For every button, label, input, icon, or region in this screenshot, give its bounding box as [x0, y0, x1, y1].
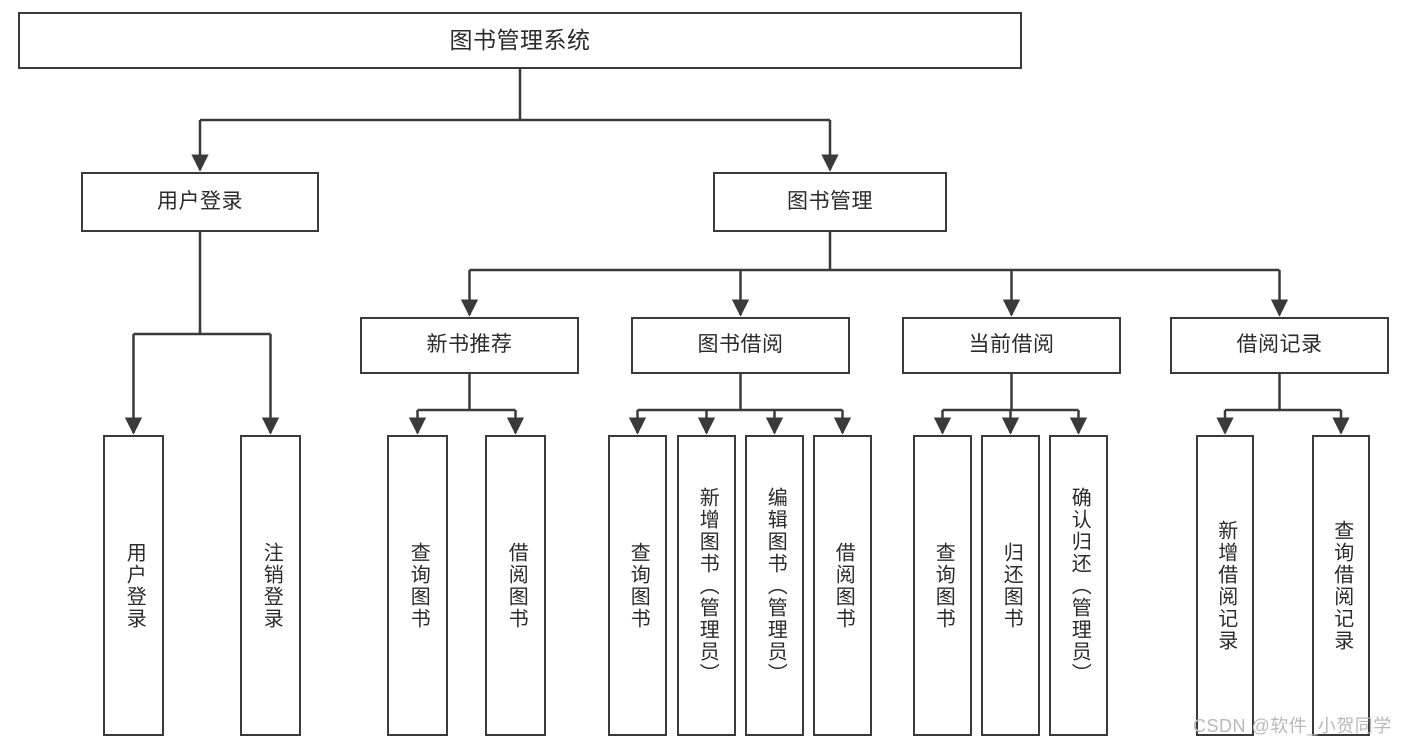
- node-leaf-confirm-return[interactable]: 确认归还（管理员）: [1049, 435, 1108, 736]
- node-l1-book-manage[interactable]: 图书管理: [713, 172, 947, 232]
- node-label: 查询图书: [407, 541, 430, 630]
- node-label: 图书借阅: [697, 333, 784, 357]
- node-label: 注销登录: [260, 541, 283, 630]
- node-leaf-borrow-book-1[interactable]: 借阅图书: [485, 435, 546, 736]
- node-l2-new-book-rec[interactable]: 新书推荐: [360, 317, 579, 374]
- node-l2-current-borrow[interactable]: 当前借阅: [902, 317, 1121, 374]
- node-leaf-add-book[interactable]: 新增图书（管理员）: [677, 435, 736, 736]
- node-leaf-edit-book[interactable]: 编辑图书（管理员）: [745, 435, 804, 736]
- node-leaf-query-book-2[interactable]: 查询图书: [608, 435, 667, 736]
- node-label: 借阅记录: [1236, 333, 1323, 357]
- node-label: 确认归还（管理员）: [1068, 486, 1091, 685]
- node-leaf-user-login[interactable]: 用户登录: [103, 435, 164, 736]
- node-leaf-borrow-book-2[interactable]: 借阅图书: [813, 435, 872, 736]
- node-label: 图书管理: [787, 189, 873, 213]
- node-label: 新增图书（管理员）: [696, 486, 719, 685]
- node-leaf-query-record[interactable]: 查询借阅记录: [1312, 435, 1370, 736]
- node-leaf-add-record[interactable]: 新增借阅记录: [1196, 435, 1254, 736]
- node-l2-book-borrow[interactable]: 图书借阅: [631, 317, 850, 374]
- node-leaf-logout[interactable]: 注销登录: [240, 435, 301, 736]
- node-label: 新书推荐: [426, 333, 513, 357]
- node-label: 用户登录: [123, 541, 146, 630]
- node-label: 当前借阅: [968, 333, 1055, 357]
- node-label: 归还图书: [1000, 541, 1023, 630]
- csdn-watermark: CSDN @软件_小贺同学: [1193, 716, 1392, 736]
- node-label: 新增借阅记录: [1214, 519, 1237, 652]
- node-leaf-return-book[interactable]: 归还图书: [981, 435, 1040, 736]
- node-label: 查询图书: [627, 541, 650, 630]
- node-label: 借阅图书: [505, 541, 528, 630]
- node-label: 编辑图书（管理员）: [764, 486, 787, 685]
- node-l2-borrow-record[interactable]: 借阅记录: [1170, 317, 1389, 374]
- node-label: 用户登录: [157, 189, 243, 213]
- node-label: 查询图书: [932, 541, 955, 630]
- node-label: 图书管理系统: [449, 26, 591, 53]
- node-leaf-query-book-3[interactable]: 查询图书: [913, 435, 972, 736]
- node-label: 查询借阅记录: [1330, 519, 1353, 652]
- node-root[interactable]: 图书管理系统: [18, 12, 1022, 69]
- node-label: 借阅图书: [832, 541, 855, 630]
- node-l1-user-login[interactable]: 用户登录: [81, 172, 319, 232]
- node-leaf-query-book-1[interactable]: 查询图书: [387, 435, 448, 736]
